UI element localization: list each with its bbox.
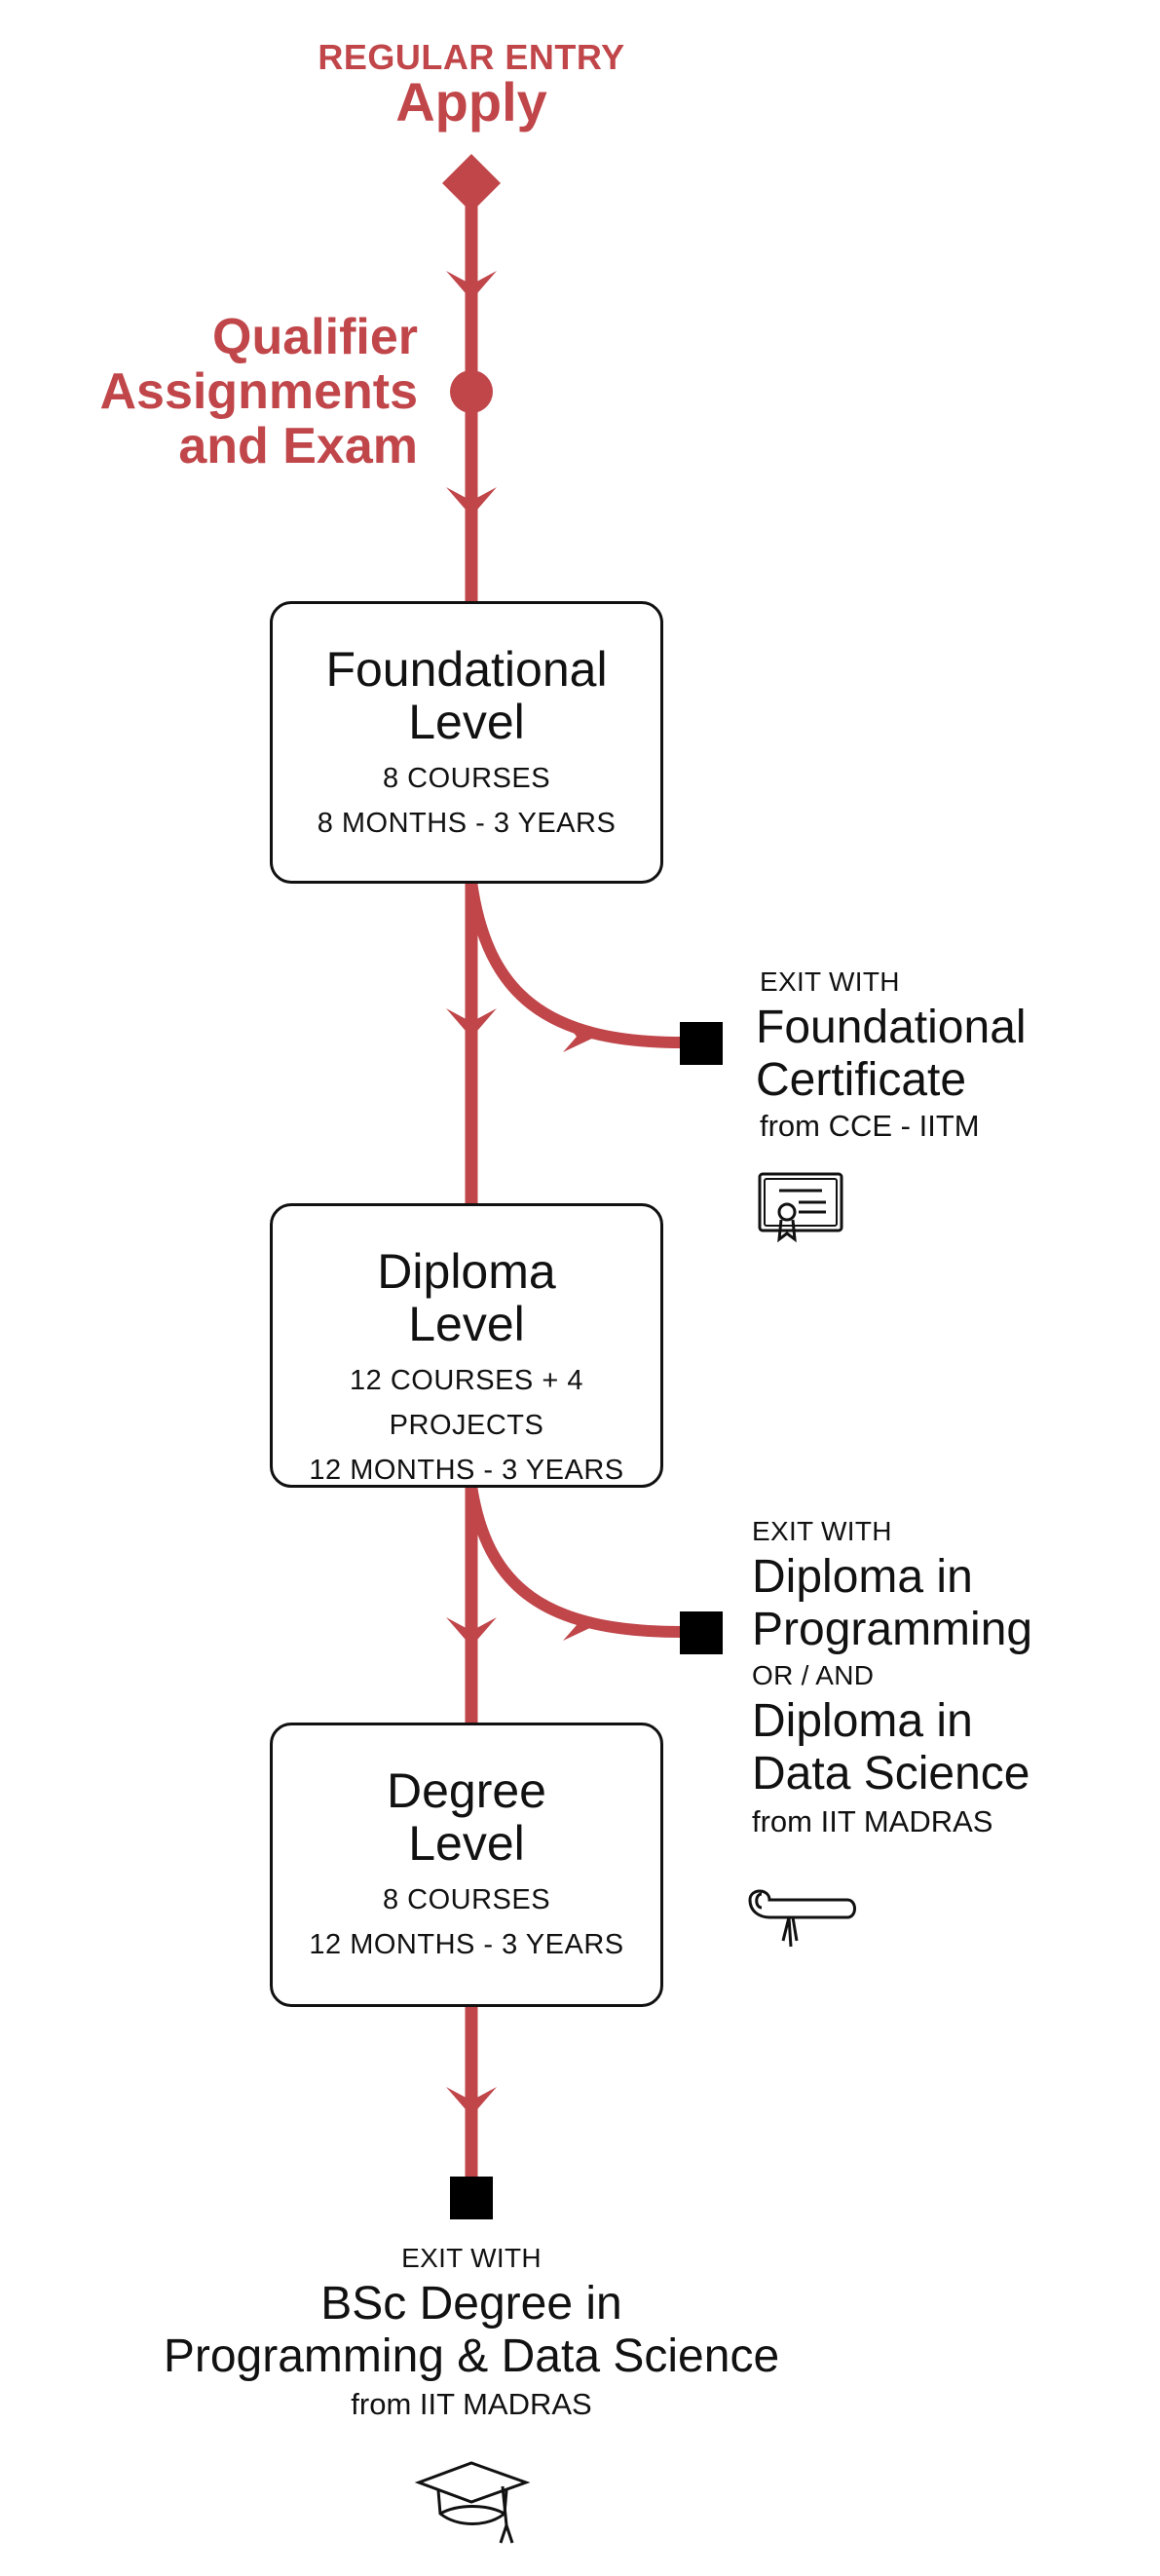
graduation-cap-icon [414, 2461, 531, 2544]
certificate-icon [758, 1172, 843, 1243]
qualifier-line-2: Assignments [99, 363, 418, 420]
level-duration: 8 MONTHS - 3 YEARS [317, 808, 617, 839]
start-diamond [442, 154, 501, 212]
arrow-1 [446, 271, 497, 300]
arrow-5 [446, 2087, 497, 2116]
exit-degree: EXIT WITH BSc Degree in Programming & Da… [0, 2243, 943, 2422]
level-duration: 12 MONTHS - 3 YEARS [309, 1929, 624, 1960]
exit-title-line-1: Foundational [756, 1002, 1027, 1053]
level-title-2: Level [408, 1297, 525, 1351]
exit-title-line-2: Programming [752, 1604, 1033, 1655]
qualifier-node [450, 370, 493, 413]
branch-diploma [466, 1485, 683, 1638]
exit-marker-degree [450, 2177, 493, 2219]
level-courses: 8 COURSES [382, 1884, 551, 1915]
qualifier-line-3: and Exam [178, 418, 418, 474]
exit-caption: EXIT WITH [760, 966, 900, 997]
exit-source: from IIT MADRAS [351, 2387, 592, 2421]
branch-foundational-arrow [563, 1021, 596, 1052]
exit-title-line-1: BSc Degree in [320, 2278, 622, 2330]
foundational-level-box: Foundational Level 8 COURSES 8 MONTHS - … [270, 601, 663, 884]
level-duration: 12 MONTHS - 3 YEARS [309, 1455, 624, 1486]
level-title-1: Foundational [325, 642, 608, 697]
exit-source: from IIT MADRAS [752, 1804, 993, 1838]
exit-source: from CCE - IITM [760, 1109, 980, 1143]
exit-caption: EXIT WITH [401, 2243, 542, 2273]
level-courses: 12 COURSES + 4 PROJECTS [350, 1365, 583, 1441]
level-courses: 8 COURSES [382, 763, 551, 794]
arrow-3 [446, 1008, 497, 1038]
exit-title-line-2: Programming & Data Science [163, 2330, 780, 2382]
diploma-level-box: Diploma Level 12 COURSES + 4 PROJECTS 12… [270, 1203, 663, 1488]
exit-or-and: OR / AND [752, 1660, 875, 1690]
exit-marker-foundational [680, 1022, 723, 1065]
level-title-2: Level [408, 695, 525, 749]
qualifier-label: Qualifier Assignments and Exam [99, 310, 418, 474]
exit-foundational: EXIT WITH Foundational Certificate from … [756, 966, 1027, 1144]
branch-diploma-arrow [563, 1610, 596, 1641]
exit-diploma: EXIT WITH Diploma in Programming OR / AN… [752, 1516, 1032, 1839]
level-title-1: Degree [387, 1763, 546, 1818]
exit-title-line-4: Data Science [752, 1748, 1030, 1799]
qualifier-line-1: Qualifier [212, 309, 418, 365]
down-arrows [446, 271, 497, 2116]
exit-caption: EXIT WITH [752, 1516, 892, 1546]
exit-title-line-3: Diploma in [752, 1695, 973, 1747]
level-title-2: Level [408, 1816, 525, 1871]
level-title-1: Diploma [377, 1244, 556, 1299]
arrow-4 [446, 1617, 497, 1647]
exit-title-line-1: Diploma in [752, 1551, 973, 1603]
scroll-icon [748, 1889, 856, 1948]
exit-title-line-2: Certificate [756, 1054, 967, 1106]
exit-marker-diploma [680, 1611, 723, 1654]
branch-foundational [466, 881, 683, 1048]
arrow-2 [446, 487, 497, 516]
entry-title: Apply [395, 71, 547, 133]
entry-caption: REGULAR ENTRY [318, 37, 625, 77]
degree-level-box: Degree Level 8 COURSES 12 MONTHS - 3 YEA… [270, 1723, 663, 2007]
